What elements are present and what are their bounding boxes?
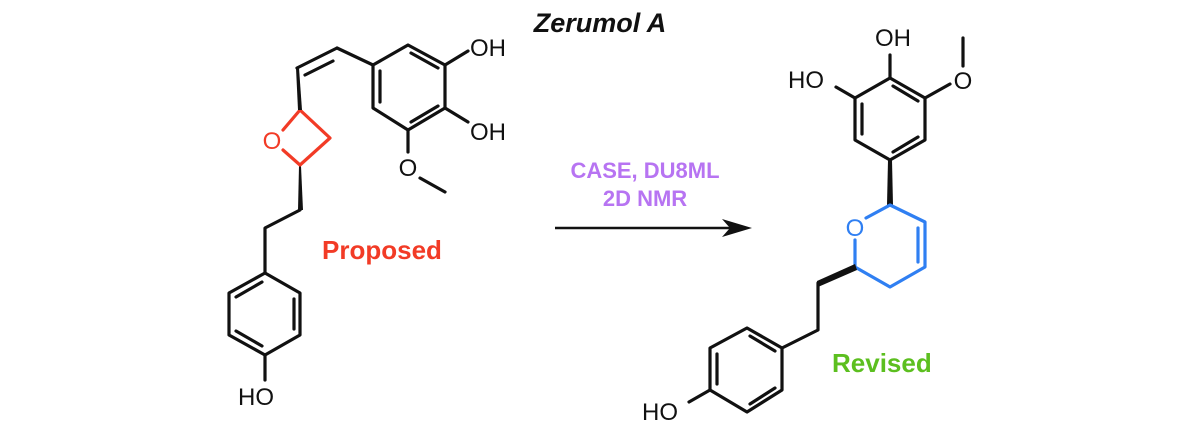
- revised-phenol-ring: [687, 326, 784, 414]
- proposed-label: Proposed: [322, 235, 442, 265]
- proposed-ho-bottom: HO: [238, 384, 274, 411]
- proposed-oxetane-o: O: [263, 128, 282, 155]
- conditions-line-1: CASE, DU8ML: [570, 158, 719, 183]
- revised-label: Revised: [832, 348, 932, 378]
- revised-dihydropyran-ring: [853, 203, 927, 289]
- revised-wedge-upper: [887, 160, 893, 205]
- proposed-oh-mid: OH: [470, 119, 506, 146]
- compound-title: Zerumol A: [533, 8, 667, 38]
- revised-oh-top: OH: [875, 25, 911, 52]
- revised-ethyl-chain: [780, 281, 820, 350]
- reaction-arrow: [555, 219, 752, 237]
- proposed-wedge-upper: [296, 68, 302, 110]
- proposed-structure: HO O OH OH O Proposed: [227, 35, 506, 411]
- revised-wedge-lower: [817, 264, 857, 287]
- proposed-oxetane-ring: [281, 108, 332, 167]
- revised-ho-left: HO: [788, 67, 824, 94]
- revised-methoxy-o: O: [954, 68, 973, 95]
- conditions-line-2: 2D NMR: [603, 186, 687, 211]
- proposed-alkene: [295, 46, 339, 70]
- proposed-wedge-lower: [298, 166, 303, 210]
- proposed-aryl-ring: [371, 43, 470, 194]
- arrow-head-icon: [722, 219, 752, 237]
- proposed-ethyl-chain: [263, 208, 302, 275]
- revised-structure: OH HO O O HO Revised: [642, 25, 972, 426]
- revised-ring-o: O: [846, 215, 865, 242]
- proposed-phenol-ring: [227, 271, 302, 382]
- revised-aryl-ring: [834, 36, 965, 162]
- proposed-oh-top: OH: [470, 35, 506, 62]
- revised-ho-bottom: HO: [642, 399, 678, 426]
- proposed-methoxy-o: O: [399, 155, 418, 182]
